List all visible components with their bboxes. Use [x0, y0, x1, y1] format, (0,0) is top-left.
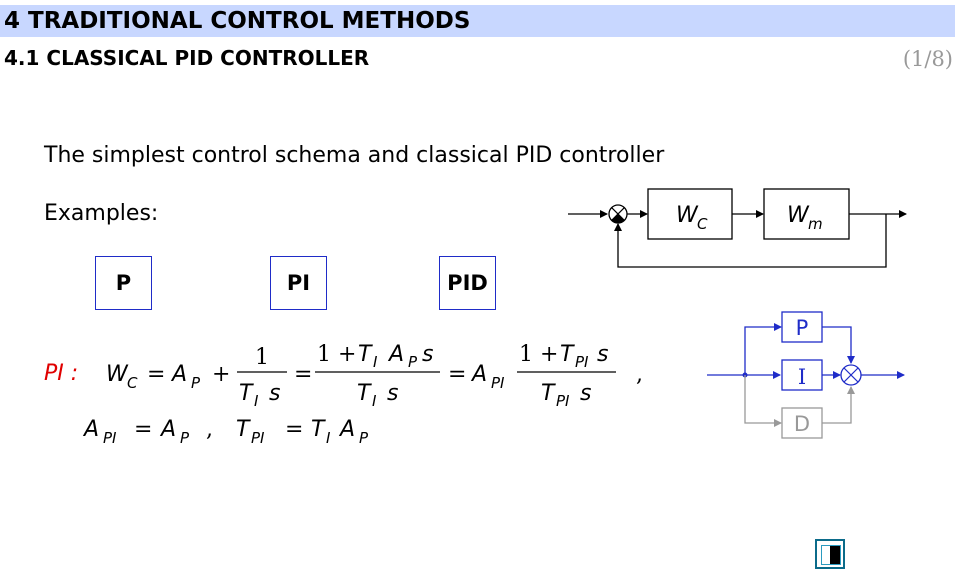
- svg-text:I: I: [254, 392, 259, 410]
- svg-text:T: T: [541, 381, 556, 406]
- examples-label: Examples:: [44, 201, 159, 226]
- summing-junction: [608, 204, 628, 224]
- svg-text:A: A: [159, 417, 176, 442]
- svg-text:I: I: [373, 353, 378, 371]
- svg-text:s: s: [387, 381, 398, 406]
- svg-text:I: I: [372, 392, 377, 410]
- svg-text:P: P: [359, 429, 369, 447]
- example-pi-button[interactable]: PI: [270, 256, 327, 310]
- control-loop-diagram: W C W m: [568, 188, 907, 268]
- section-subtitle: 4.1 CLASSICAL PID CONTROLLER: [4, 46, 370, 70]
- svg-text:=: =: [134, 417, 152, 442]
- svg-text:s: s: [580, 381, 591, 406]
- svg-text:A: A: [82, 417, 99, 442]
- svg-text:PI: PI: [491, 374, 505, 392]
- svg-text:A: A: [387, 342, 404, 367]
- svg-text:+: +: [212, 362, 230, 387]
- svg-text:C: C: [127, 374, 138, 392]
- formula-label: PI :: [44, 361, 78, 386]
- svg-text:T: T: [560, 342, 575, 367]
- p-block-label: P: [796, 316, 809, 340]
- page-number: (1/8): [902, 47, 953, 71]
- controller-block-sub: C: [697, 215, 708, 233]
- svg-text:T: T: [311, 417, 326, 442]
- pid-diagram: P I D: [707, 311, 905, 439]
- d-block: [781, 407, 823, 439]
- svg-text:,: ,: [206, 417, 213, 442]
- svg-text:P: P: [180, 429, 190, 447]
- svg-text:T: T: [239, 381, 254, 406]
- svg-text:P: P: [191, 374, 201, 392]
- svg-text:A: A: [470, 362, 487, 387]
- svg-text:s: s: [422, 342, 433, 367]
- page-title: 4 TRADITIONAL CONTROL METHODS: [4, 8, 471, 34]
- svg-text:1: 1: [255, 345, 269, 370]
- svg-text:W: W: [106, 362, 129, 387]
- svg-text:=: =: [448, 362, 466, 387]
- svg-text:=: =: [147, 362, 165, 387]
- svg-text:T: T: [236, 417, 251, 442]
- example-p-button[interactable]: P: [95, 256, 152, 310]
- svg-text:s: s: [269, 381, 280, 406]
- svg-text:=: =: [294, 362, 312, 387]
- svg-text:P: P: [408, 353, 418, 371]
- svg-text:PI: PI: [575, 353, 589, 371]
- svg-text:=: =: [285, 417, 303, 442]
- svg-text:A: A: [338, 417, 355, 442]
- svg-text:,: ,: [636, 362, 643, 387]
- plant-block: [763, 188, 850, 240]
- svg-text:1 +: 1 +: [317, 342, 356, 367]
- svg-text:PI: PI: [251, 429, 265, 447]
- title-bar: [0, 5, 955, 37]
- pid-summing-junction: [840, 364, 862, 386]
- intro-text: The simplest control schema and classica…: [44, 143, 665, 168]
- pi-formula: PI : W C = A P + 1 T I s = 1 + T I A P s…: [44, 342, 643, 447]
- example-pid-button[interactable]: PID: [439, 256, 496, 310]
- controller-block: [647, 188, 733, 240]
- svg-text:T: T: [358, 342, 373, 367]
- i-block-label: I: [798, 365, 806, 389]
- svg-text:1 +: 1 +: [519, 342, 558, 367]
- controller-block-label: W: [676, 203, 699, 228]
- svg-text:I: I: [326, 429, 331, 447]
- exit-slide-icon[interactable]: [815, 539, 845, 569]
- plant-block-sub: m: [808, 215, 823, 233]
- svg-text:A: A: [170, 362, 187, 387]
- svg-text:PI: PI: [556, 392, 570, 410]
- plant-block-label: W: [787, 203, 810, 228]
- svg-text:s: s: [597, 342, 608, 367]
- svg-text:T: T: [357, 381, 372, 406]
- d-block-label: D: [794, 412, 810, 436]
- svg-text:PI: PI: [103, 429, 117, 447]
